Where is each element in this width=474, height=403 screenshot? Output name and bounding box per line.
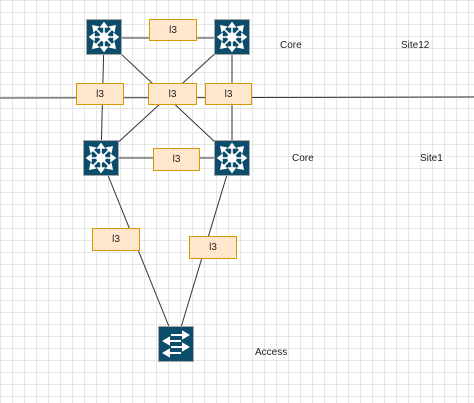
site1-core-switch-2[interactable] bbox=[214, 140, 250, 176]
link-label-access-left: l3 bbox=[92, 228, 140, 251]
site1-name-label: Site1 bbox=[420, 153, 443, 164]
router-arrows-icon bbox=[214, 140, 250, 176]
link-label-core12-top: l3 bbox=[149, 19, 197, 41]
site12-name-label: Site12 bbox=[401, 40, 430, 51]
link-label-core12-right: l3 bbox=[205, 83, 252, 105]
site12-core-switch-1[interactable] bbox=[86, 19, 122, 55]
switch-arrows-icon bbox=[158, 326, 194, 362]
router-arrows-icon bbox=[214, 19, 250, 55]
site1-core-switch-1[interactable] bbox=[83, 140, 119, 176]
link-label-core12-left: l3 bbox=[76, 83, 124, 105]
access-switch[interactable] bbox=[158, 326, 194, 362]
access-role-label: Access bbox=[255, 347, 288, 358]
router-arrows-icon bbox=[83, 140, 119, 176]
site12-role-label: Core bbox=[280, 40, 302, 51]
site1-role-label: Core bbox=[292, 153, 314, 164]
link-label-core1-middle: l3 bbox=[153, 148, 200, 171]
router-arrows-icon bbox=[86, 19, 122, 55]
link-label-core12-center: l3 bbox=[148, 83, 197, 105]
link-core1-1-access bbox=[100, 157, 177, 345]
site12-core-switch-2[interactable] bbox=[214, 19, 250, 55]
link-label-access-right: l3 bbox=[189, 236, 237, 259]
